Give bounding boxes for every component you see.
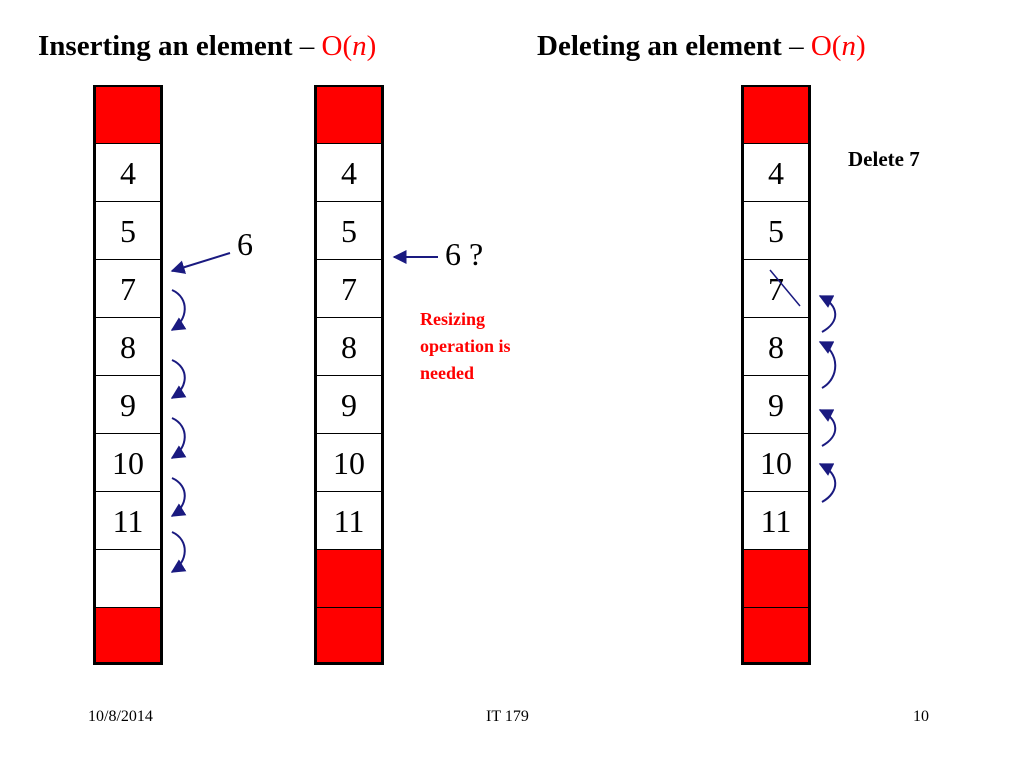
array-cell: 11 (93, 491, 163, 549)
array-cell: 9 (741, 375, 811, 433)
shift-arrow-icon (170, 289, 187, 331)
array-cell (314, 549, 384, 607)
array-cell: 10 (314, 433, 384, 491)
insert-complexity-prefix: O( (321, 30, 353, 62)
array-cell (314, 85, 384, 143)
array-cell: 4 (93, 143, 163, 201)
insert-complexity-suffix: ) (366, 30, 377, 62)
array-cell: 10 (741, 433, 811, 491)
array-cell: 5 (314, 201, 384, 259)
array-cell (314, 607, 384, 665)
array-cell: 8 (314, 317, 384, 375)
shift-arrow-icon (170, 359, 187, 399)
array-cell: 4 (741, 143, 811, 201)
array-cell: 7 (93, 259, 163, 317)
footer-course: IT 179 (486, 708, 529, 725)
resize-note: Resizing operation is needed (420, 309, 511, 383)
insert-arrow-icon (170, 252, 231, 274)
delete-title-complexity: O(n) (811, 30, 866, 62)
array-cell: 4 (314, 143, 384, 201)
footer-date: 10/8/2014 (88, 708, 153, 725)
footer-page-number: 10 (913, 708, 929, 725)
new-element-label: 6 (237, 226, 253, 262)
shift-up-arrow-icon (818, 409, 837, 447)
array-cell (741, 549, 811, 607)
array-cell: 5 (741, 201, 811, 259)
shift-arrow-icon (170, 417, 187, 459)
array-cell: 10 (93, 433, 163, 491)
delete-complexity-var: n (841, 30, 856, 62)
insert-complexity-var: n (352, 30, 367, 62)
array-cell: 5 (93, 201, 163, 259)
array-cell: 9 (314, 375, 384, 433)
shift-up-arrow-icon (818, 341, 837, 389)
insert-title: Inserting an element – O(n) (38, 30, 376, 63)
shift-arrow-icon (170, 477, 187, 517)
delete-title: Deleting an element – O(n) (537, 30, 866, 63)
array-cell: 8 (93, 317, 163, 375)
array-cell: 9 (93, 375, 163, 433)
delete-complexity-prefix: O( (810, 30, 842, 62)
array-cell (93, 549, 163, 607)
array-cell: 11 (741, 491, 811, 549)
insert-title-complexity: O(n) (322, 30, 377, 62)
array-cell (93, 607, 163, 665)
delete-action-label: Delete 7 (848, 147, 920, 171)
delete-title-dash: – (781, 30, 811, 62)
array-cell: 8 (741, 317, 811, 375)
shift-up-arrow-icon (818, 463, 837, 503)
array-cell: 11 (314, 491, 384, 549)
insert-title-text: Inserting an element (38, 30, 293, 62)
shift-up-arrow-icon (818, 295, 837, 333)
shift-arrow-icon (170, 531, 187, 573)
delete-title-text: Deleting an element (537, 30, 782, 62)
delete-complexity-suffix: ) (855, 30, 866, 62)
array-cell (93, 85, 163, 143)
array-cell (741, 85, 811, 143)
array-cell (741, 607, 811, 665)
array-cell: 7 (314, 259, 384, 317)
insert-title-dash: – (292, 30, 322, 62)
array-cell: 7 (741, 259, 811, 317)
new-element-question-label: 6 ? (445, 236, 484, 272)
